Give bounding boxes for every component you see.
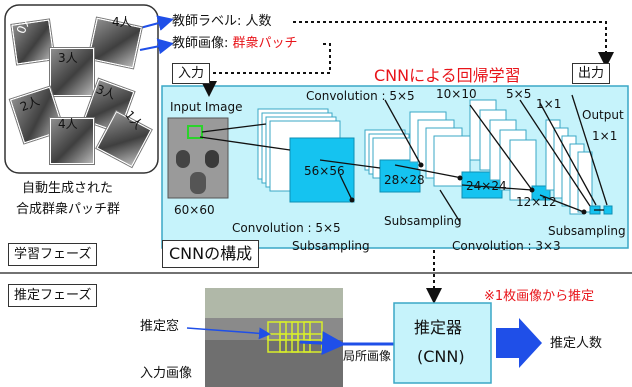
subsampling3-label: Subsampling (548, 224, 626, 238)
kernel-5-label: 5×5 (506, 87, 532, 101)
crowd-patch (50, 118, 94, 164)
layer-12x12 (469, 99, 551, 201)
estimation-window-label: 推定窓 (140, 319, 180, 334)
estimator-line1: 推定器 (414, 318, 463, 337)
layer-28x28 (364, 129, 421, 193)
estimator-box (393, 302, 492, 384)
estimator-line2: (CNN) (417, 347, 465, 366)
estimation-windows (267, 321, 323, 353)
collage-caption-line1: 自動生成された (22, 181, 114, 196)
cnn-structure-caption: CNNの構成 (162, 240, 260, 268)
result-arrow (496, 318, 542, 368)
local-image-arrow (299, 331, 346, 356)
teacher-image-text: 教師画像: 群衆パッチ (172, 37, 298, 50)
map-56-label: 56×56 (304, 164, 345, 178)
teacher-image-red: 群衆パッチ (232, 36, 298, 51)
layer-24x24 (409, 111, 503, 199)
fc2-label: 1×1 (592, 129, 618, 143)
blue-arrow-to-image (139, 38, 174, 55)
map-28-label: 28×28 (384, 173, 425, 187)
conv1-label: Convolution : 5×5 (232, 221, 341, 235)
patch-count-label: 4人 (112, 15, 132, 29)
blue-arrow-to-label (139, 15, 174, 31)
map-10-label: 10×10 (436, 87, 477, 101)
local-image-label: 局所画像 (343, 349, 392, 363)
patch-count-label: 4人 (58, 117, 78, 131)
collage-caption-line2: 合成群衆パッチ群 (16, 202, 121, 217)
layer-56x56 (257, 108, 355, 203)
crowd-patch (50, 48, 94, 96)
input-size-label: 60×60 (174, 203, 215, 217)
teacher-image-prefix: 教師画像: (172, 36, 233, 51)
output-label-box: 出力 (572, 63, 611, 84)
single-image-note: ※1枚画像から推定 (484, 289, 595, 304)
fc1-label: 1×1 (536, 97, 562, 111)
window-pointer (186, 327, 271, 340)
subsampling1-label: Subsampling (292, 239, 370, 253)
estimation-phase-box: 推定フェーズ (8, 284, 98, 307)
teacher-label-text: 教師ラベル: 人数 (172, 14, 272, 29)
patch-count-label: 3人 (58, 51, 78, 65)
output-node-label: Output (582, 108, 624, 122)
layer-fc (545, 119, 613, 215)
input-image-label: Input Image (170, 100, 243, 114)
cnn-connections (199, 94, 608, 223)
map-12-label: 12×12 (516, 195, 557, 209)
cnn-training-title: CNNによる回帰学習 (374, 66, 521, 85)
subsampling2-label: Subsampling (384, 214, 462, 228)
training-phase-box: 学習フェーズ (8, 243, 98, 266)
conv3-label: Convolution : 3×3 (452, 239, 561, 253)
estimated-count-label: 推定人数 (550, 336, 603, 351)
teacher-label-dashed-line (293, 21, 614, 68)
scene-input-label: 入力画像 (140, 366, 193, 381)
map-24-label: 24×24 (466, 179, 507, 193)
conv2-label: Convolution : 5×5 (306, 89, 415, 103)
input-label-box: 入力 (172, 63, 211, 84)
